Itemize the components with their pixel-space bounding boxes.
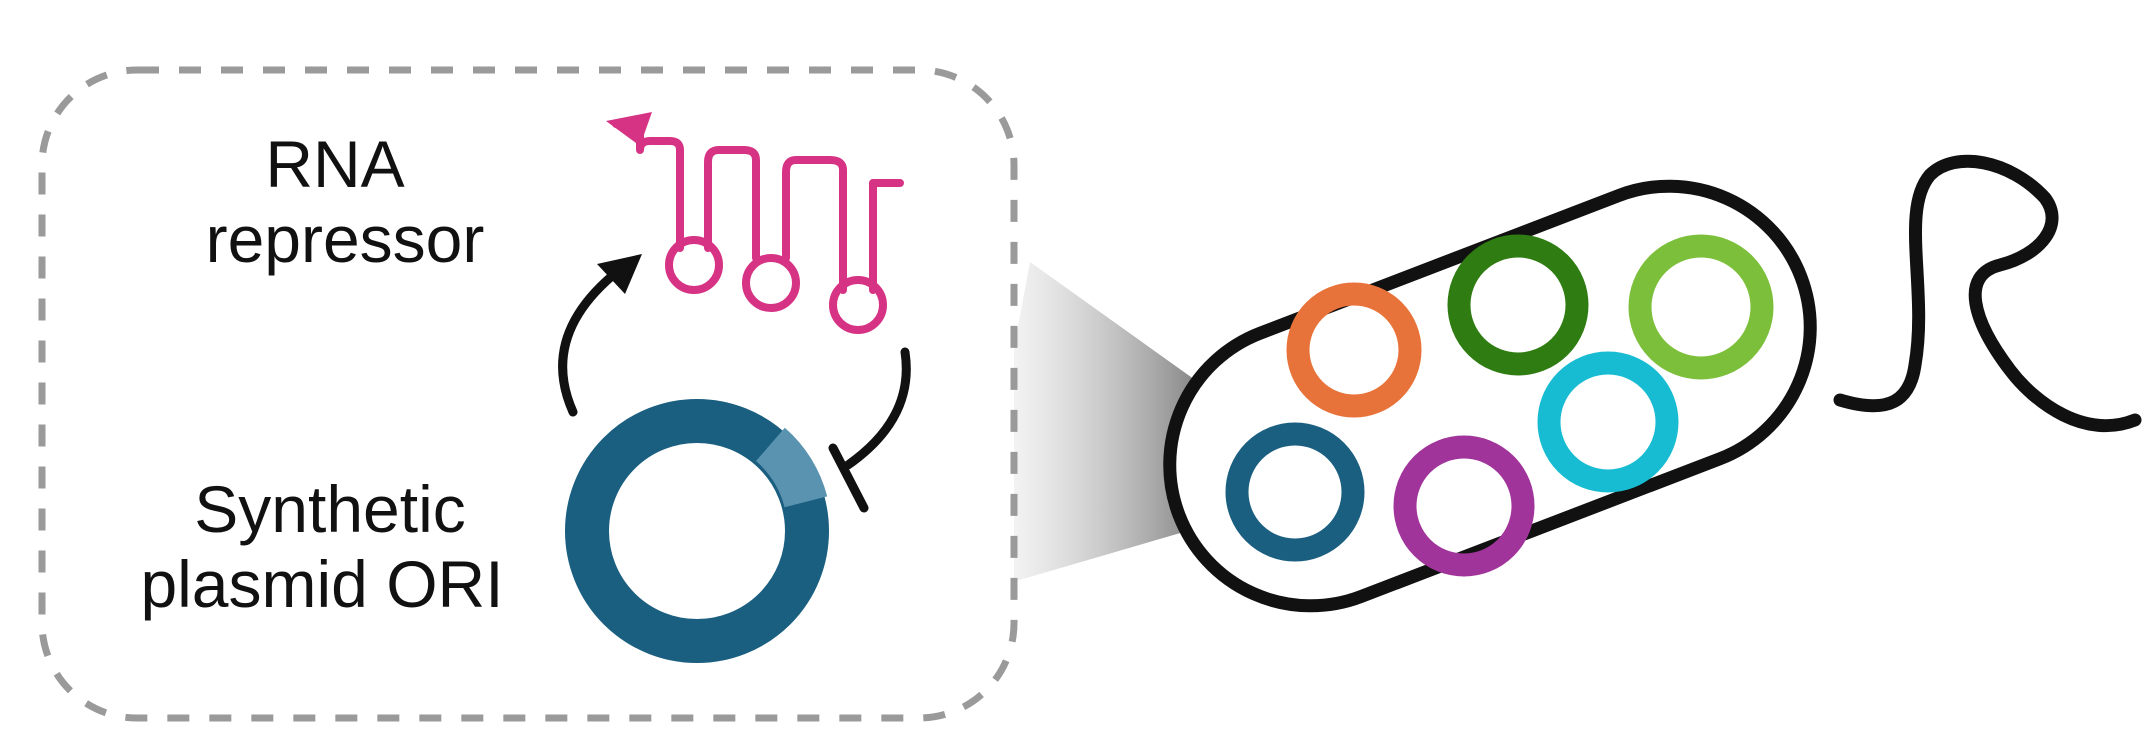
plasmid-ring-purple-icon	[1393, 435, 1535, 577]
ori-label-line1: Synthetic	[194, 472, 465, 546]
activation-arrow-icon	[558, 254, 642, 417]
plasmid-ring-blue-icon	[1225, 422, 1365, 562]
plasmid-ring-cyan-icon	[1537, 351, 1679, 493]
rna-label-line2: repressor	[206, 202, 485, 276]
plasmid-ring-icon	[565, 399, 829, 663]
repression-tbar-icon	[828, 347, 911, 513]
bacterial-cell-icon	[1163, 154, 2142, 613]
plasmid-ring-darkgreen-icon	[1447, 234, 1589, 376]
rna-hairpin-icon	[606, 112, 904, 334]
rna-label-line1: RNA	[265, 127, 404, 201]
cell-plasmids	[1225, 234, 1774, 577]
plasmid-ring-lightgreen-icon	[1628, 234, 1774, 380]
inset-box	[38, 66, 1018, 722]
ori-label-line2: plasmid ORI	[140, 547, 503, 621]
plasmid-ring-orange-icon	[1286, 282, 1422, 418]
flagellum-icon	[1833, 154, 2142, 432]
